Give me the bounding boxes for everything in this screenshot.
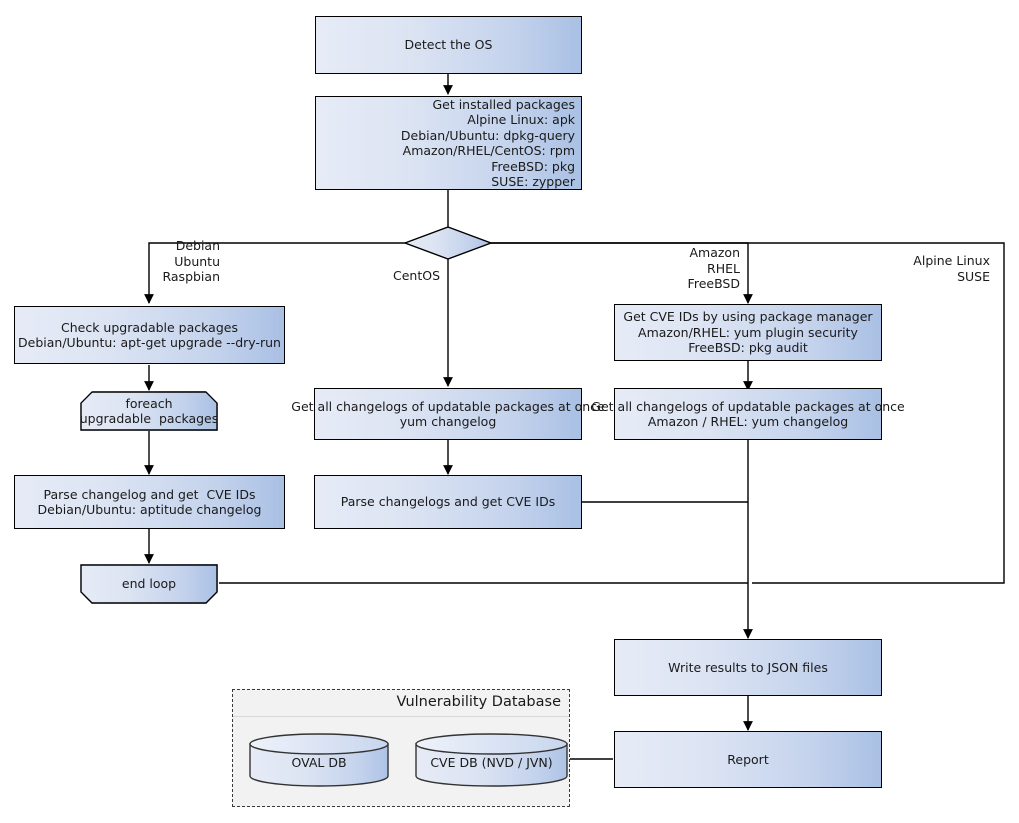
node-parse-changelogs-centos[interactable]: Parse changelogs and get CVE IDs [314,475,582,529]
node-write-results-json-label: Write results to JSON files [668,659,828,675]
node-foreach-label: foreach upgradable packages [79,395,219,426]
node-check-upgradable-label: Check upgradable packages Debian/Ubuntu:… [18,319,281,351]
node-changelogs-centos[interactable]: Get all changelogs of updatable packages… [291,388,605,440]
branch-label-amazon: Amazon RHEL FreeBSD [687,245,740,291]
branch-label-alpine: Alpine Linux SUSE [913,253,990,284]
cve-db-cylinder-icon [415,733,568,787]
group-header-divider [233,716,569,717]
node-get-installed-packages[interactable]: Get installed packages Alpine Linux: apk… [315,96,582,190]
db-oval[interactable]: OVAL DB [249,733,389,787]
node-get-installed-packages-label: Get installed packages Alpine Linux: apk… [400,96,575,190]
node-detect-os[interactable]: Detect the OS [315,16,582,74]
node-parse-changelogs-centos-label: Parse changelogs and get CVE IDs [340,494,556,510]
node-detect-os-label: Detect the OS [404,37,493,53]
node-get-cve-ids-pkgmgr-label: Get CVE IDs by using package manager Ama… [623,309,873,356]
node-end-loop-label: end loop [121,576,177,592]
db-cve-label: CVE DB (NVD / JVN) [430,755,553,770]
node-changelogs-amazon-label: Get all changelogs of updatable packages… [591,398,905,430]
node-changelogs-centos-label: Get all changelogs of updatable packages… [291,398,605,430]
db-cve[interactable]: CVE DB (NVD / JVN) [415,733,568,787]
node-parse-changelog-debian[interactable]: Parse changelog and get CVE IDs Debian/U… [14,475,285,529]
diamond-shape [402,226,494,260]
oval-db-cylinder-icon [249,733,389,787]
node-write-results-json[interactable]: Write results to JSON files [614,639,882,696]
branch-label-centos: CentOS [392,268,440,283]
node-end-loop[interactable]: end loop [80,564,218,604]
db-oval-label: OVAL DB [291,755,347,770]
node-parse-changelog-debian-label: Parse changelog and get CVE IDs Debian/U… [37,486,262,518]
node-decision-os-family[interactable] [402,226,494,260]
node-report[interactable]: Report [614,731,882,788]
node-changelogs-amazon[interactable]: Get all changelogs of updatable packages… [591,388,905,440]
node-check-upgradable[interactable]: Check upgradable packages Debian/Ubuntu:… [14,306,285,364]
node-report-label: Report [727,751,769,767]
branch-label-debian: Debian Ubuntu Raspbian [162,238,220,284]
group-title-vulnerability-database: Vulnerability Database [396,694,561,710]
node-get-cve-ids-pkgmgr[interactable]: Get CVE IDs by using package manager Ama… [614,304,882,361]
node-foreach-loop-start[interactable]: foreach upgradable packages [80,391,218,431]
